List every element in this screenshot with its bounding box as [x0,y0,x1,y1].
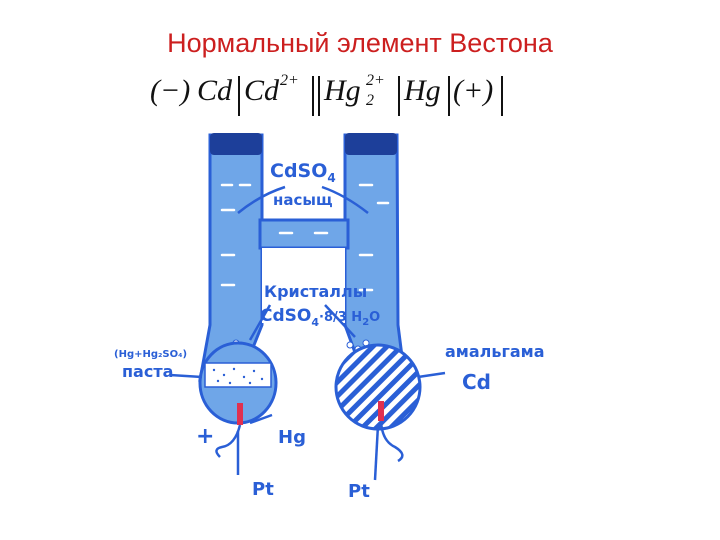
plus-sign-label: + [196,424,214,449]
electrolyte-dashes [220,183,390,292]
paste-formula-label: (Hg+Hg₂SO₄) [114,349,187,360]
salt-bridge-line-2 [318,76,320,116]
mercurous-ion-charge: 2+ [366,72,385,89]
electrolyte-state-label: насыщ [273,191,333,209]
cadmium-ion: Cd [244,74,280,107]
left-electrode [237,403,243,425]
crystals-label: Кристаллы [264,282,367,301]
mercurous-ion: Hg [324,74,361,107]
cadmium-anode: Cd [197,74,233,107]
cadmium-ion-charge: 2+ [280,72,299,89]
phase-boundary-end [448,76,450,116]
phase-boundary [238,76,240,116]
left-cap [210,133,262,155]
mercury-label: Hg [278,427,306,448]
h-crossbar [258,218,350,250]
negative-terminal: (−) [150,74,191,107]
amalgam-metal-label: Cd [462,370,491,394]
phase-boundary-right [398,76,400,116]
paste-dots [212,367,264,385]
mercurous-ion-subscript: 2 [366,92,374,109]
right-cap [345,133,397,155]
pointer-arrows [169,185,446,481]
crystals-formula-label: CdSO4·8/3 H2O [260,306,380,329]
electrolyte-formula-label: CdSO4 [270,160,336,185]
salt-bridge-line-1 [312,76,314,116]
weston-cell-drawing: CdSO4 насыщ Кристаллы CdSO4·8/3 H2O (Hg+… [114,133,545,502]
h-vessel-right [343,133,407,382]
positive-terminal: (+) [453,74,494,107]
paste-layer [204,362,272,388]
right-electrode [378,401,384,421]
left-wire [215,424,242,458]
mercury-cathode: Hg [404,74,441,107]
formula-end-bar [501,76,503,116]
paste-label: паста [122,362,173,381]
right-wire [379,420,404,463]
diagram-title: Нормальный элемент Вестона [167,28,553,58]
platinum-left-label: Pt [252,479,274,500]
amalgam-label: амальгама [445,342,545,361]
platinum-right-label: Pt [348,481,370,502]
cell-notation: (−) Cd Cd 2+ Hg 2+ 2 Hg (+) [150,70,570,122]
